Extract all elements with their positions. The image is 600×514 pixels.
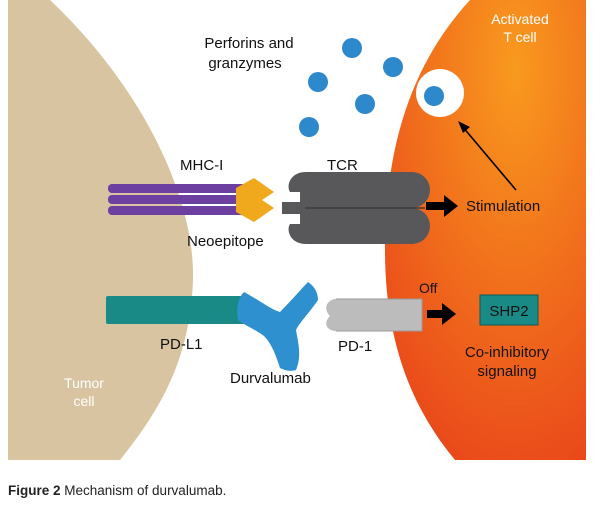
off-label: Off — [419, 280, 438, 296]
pd-l1-receptor — [106, 296, 251, 324]
mhc-i-receptor — [108, 184, 246, 215]
mhc-i-label: MHC-I — [180, 157, 223, 174]
figure-caption-label: Figure 2 — [8, 483, 61, 498]
coinhibitory-label-line2: signaling — [477, 363, 536, 380]
stimulation-to-vesicle-arrow — [458, 121, 517, 191]
durvalumab-label: Durvalumab — [230, 370, 311, 387]
tumor-cell — [8, 0, 194, 460]
granule — [424, 86, 444, 106]
pd-1-label: PD-1 — [338, 338, 372, 355]
granule — [299, 117, 319, 137]
perforins-label-line2: granzymes — [208, 55, 281, 72]
perforins-label-line1: Perforins and — [204, 35, 293, 52]
granule — [355, 94, 375, 114]
figure-caption-text: Mechanism of durvalumab. — [60, 483, 227, 498]
pd-1-receptor — [326, 298, 423, 332]
granule — [308, 72, 328, 92]
stimulation-arrow — [426, 195, 458, 217]
shp2-label: SHP2 — [489, 303, 528, 320]
coinhibitory-label-line1: Co-inhibitory — [465, 344, 550, 361]
tcell-label-line2: T cell — [503, 29, 536, 45]
neoepitope-label: Neoepitope — [187, 233, 264, 250]
figure-caption: Figure 2 Mechanism of durvalumab. — [8, 483, 226, 498]
tumor-label-line1: Tumor — [64, 375, 104, 391]
tumor-label-line2: cell — [73, 393, 94, 409]
perforin-granules — [299, 38, 444, 137]
stimulation-label: Stimulation — [466, 198, 540, 215]
shp2-box — [479, 294, 539, 326]
pd-l1-label: PD-L1 — [160, 336, 203, 353]
granule — [342, 38, 362, 58]
tcell-label-line1: Activated — [491, 11, 549, 27]
mechanism-diagram: SHP2 Activated T cell Perforins and gran… — [8, 0, 586, 460]
tcr-label: TCR — [327, 157, 358, 174]
off-arrow — [427, 303, 456, 325]
granule — [383, 57, 403, 77]
durvalumab-antibody — [237, 282, 318, 371]
neoepitope — [236, 178, 274, 222]
